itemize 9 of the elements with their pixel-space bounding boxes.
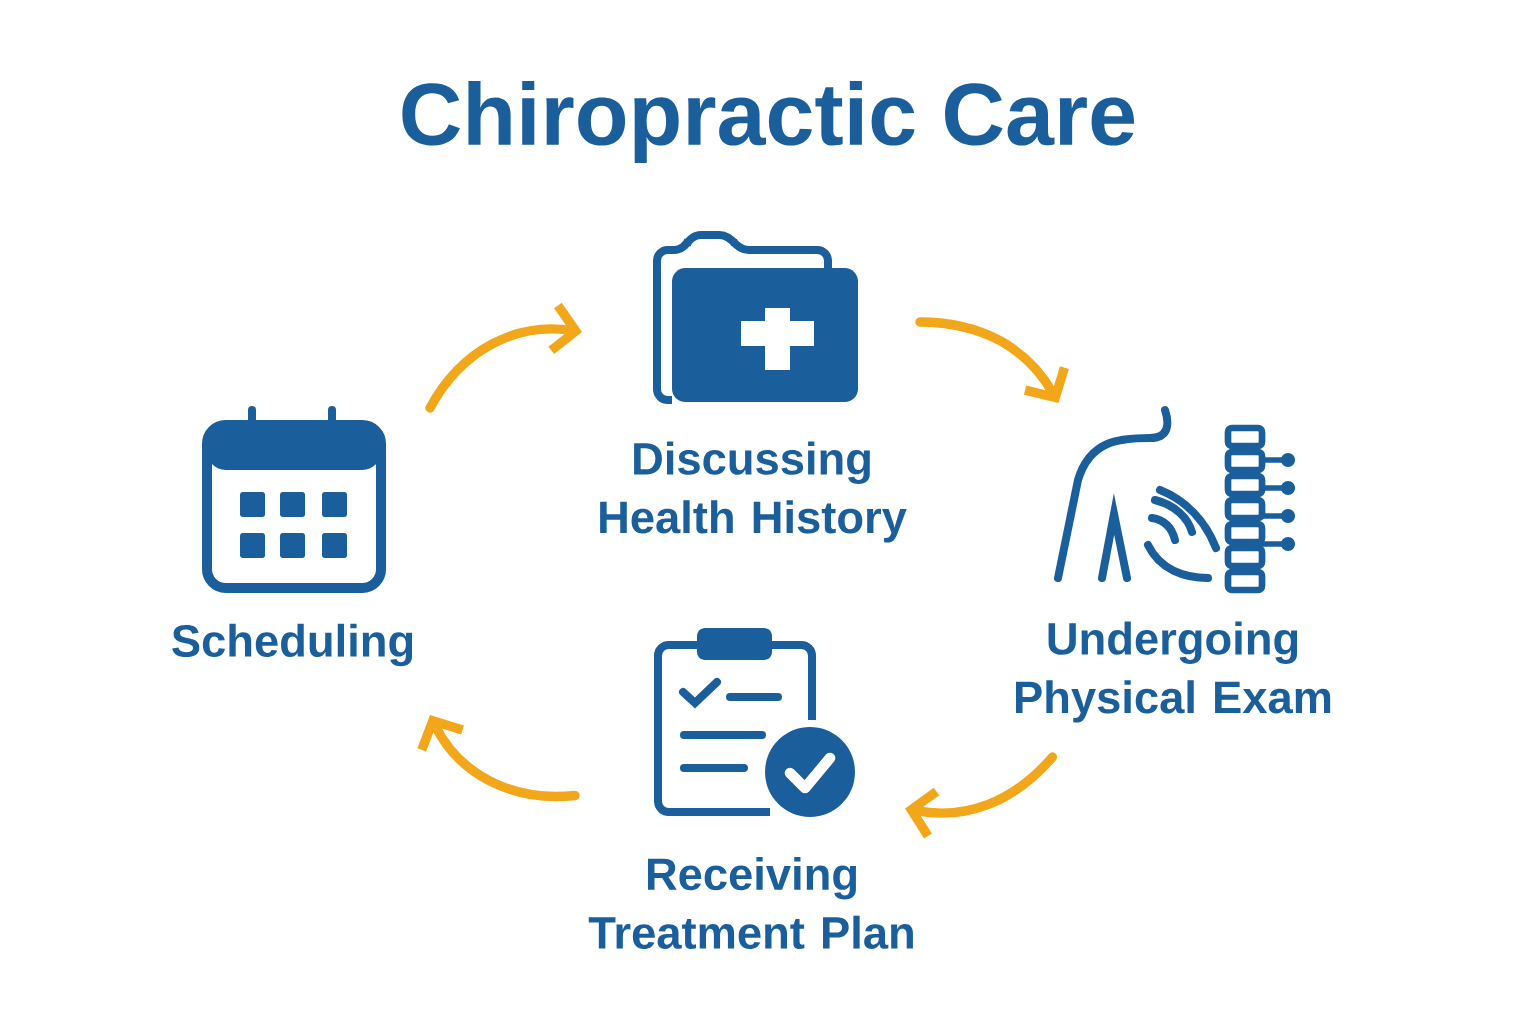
- arrow: [915, 317, 1069, 403]
- arrow: [417, 715, 580, 802]
- step-label: Undergoing Physical Exam: [1016, 621, 1331, 723]
- title: Chiropractic Care: [402, 81, 1135, 163]
- arrow: [425, 302, 583, 413]
- step-label: Scheduling: [172, 623, 413, 667]
- step-label: Discussing Health History: [600, 441, 907, 543]
- step-label: Receiving Treatment Plan: [588, 857, 913, 949]
- arrow: [905, 752, 1058, 839]
